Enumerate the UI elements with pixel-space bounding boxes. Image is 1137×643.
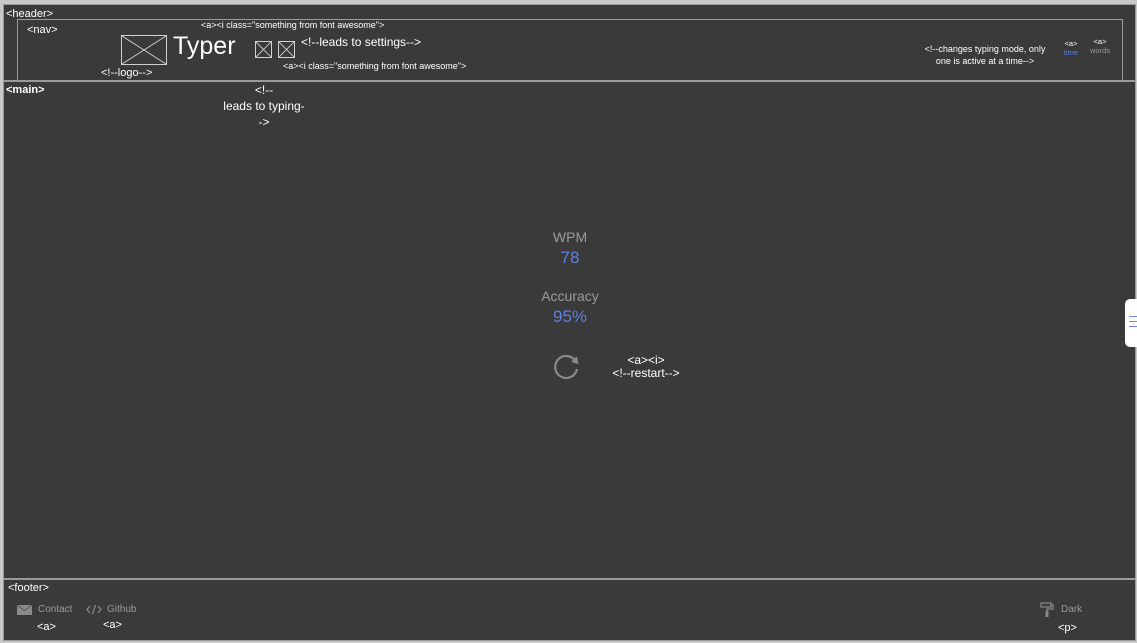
brand-title[interactable]: Typer [173, 32, 236, 60]
image-placeholder-icon [279, 42, 294, 57]
theme-p-tag: <p> [1058, 622, 1077, 634]
settings-comment: <!--leads to settings--> [301, 35, 422, 49]
github-anchor-tag: <a> [103, 619, 122, 631]
nav [17, 19, 1123, 81]
mode-comment-line-1: <!--changes typing mode, only [924, 44, 1046, 54]
logo-comment: <!--logo--> [101, 67, 153, 79]
restart-icon [554, 354, 579, 380]
envelope-icon [17, 605, 32, 615]
code-icon [86, 604, 102, 615]
mode-comment-line-2: one is active at a time--> [935, 56, 1035, 66]
image-placeholder-icon [256, 42, 271, 57]
github-link[interactable]: Github [86, 603, 142, 617]
contact-link[interactable]: Contact [17, 603, 77, 617]
side-tab-handle[interactable] [1125, 299, 1137, 347]
accuracy-label: Accuracy [541, 288, 599, 304]
restart-comment-line-1: <a><i> [627, 353, 665, 367]
mode-time-link[interactable]: <a> time [1059, 39, 1083, 57]
nav-icon-link-1[interactable] [255, 41, 272, 58]
menu-lines-icon [1129, 316, 1137, 331]
wpm-label: WPM [552, 229, 588, 245]
main [3, 81, 1136, 579]
accuracy-value: 95% [552, 307, 588, 326]
contact-label: Contact [38, 604, 73, 615]
restart-comment-line-2: <!--restart--> [612, 366, 680, 380]
typing-comment-line-3: -> [258, 115, 270, 129]
paint-roller-icon [1040, 602, 1054, 617]
icon-comment-bottom: <a><i class="something from font awesome… [283, 61, 467, 71]
icon-comment-top: <a><i class="something from font awesome… [201, 20, 385, 30]
main-tag-label: <main> [6, 84, 45, 96]
mode-time-label: time [1063, 48, 1079, 57]
wpm-value: 78 [560, 248, 580, 267]
mode-words-tag: <a> [1093, 37, 1107, 46]
mode-words-link[interactable]: <a> words [1086, 37, 1114, 55]
nav-tag-label: <nav> [27, 24, 58, 36]
typing-comment-line-2: leads to typing- [223, 99, 305, 113]
theme-toggle[interactable]: Dark [1040, 602, 1090, 618]
contact-anchor-tag: <a> [37, 621, 56, 633]
typing-comment-line-1: <!-- [254, 83, 274, 97]
image-placeholder-icon [122, 36, 166, 64]
header-tag-label: <header> [6, 8, 54, 20]
mode-words-label: words [1089, 46, 1110, 55]
theme-label: Dark [1061, 604, 1083, 615]
github-label: Github [107, 604, 137, 615]
mode-time-tag: <a> [1064, 39, 1078, 48]
footer [3, 579, 1136, 641]
footer-tag-label: <footer> [8, 582, 49, 594]
restart-button[interactable] [551, 352, 581, 382]
nav-icon-link-2[interactable] [278, 41, 295, 58]
logo[interactable] [121, 35, 167, 65]
